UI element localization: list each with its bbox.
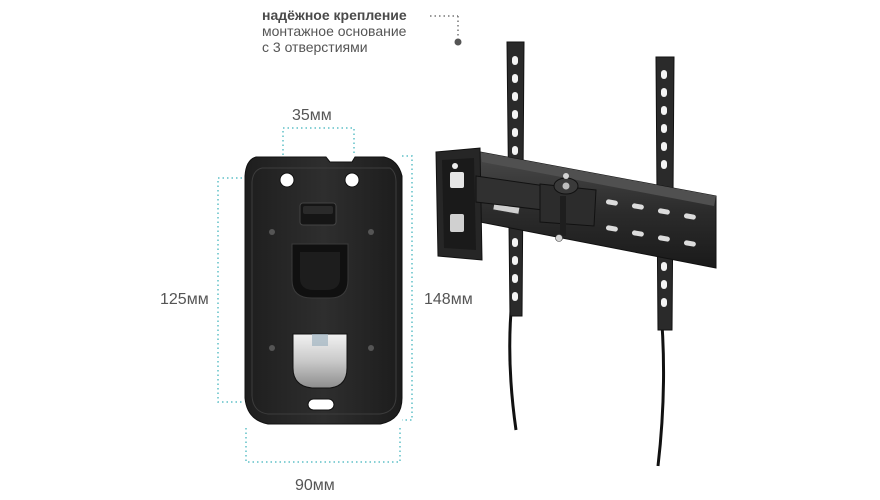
mount-hole-top-right [344,172,360,188]
callout-dot [454,38,462,46]
dim-line-right [402,155,413,421]
dimension-lines [217,127,413,463]
mount-slot-bottom [307,398,335,411]
dim-line-top [282,127,355,155]
dimension-label-top: 35мм [292,107,332,124]
dimension-label-inner-height: 125мм [160,291,209,308]
dimension-label-outer-height: 148мм [424,291,473,308]
dimension-label-bottom: 90мм [295,477,335,494]
dim-line-left [217,177,242,403]
wall-plate [244,156,403,425]
screw-hole [368,345,374,351]
screw-hole [269,345,275,351]
callout-line-2: с 3 отверстиями [262,39,368,55]
bolt [555,234,563,242]
screw-hole [368,229,374,235]
callout-text: надёжное крепление монтажное основание с… [262,7,432,55]
callout-line-1: монтажное основание [262,23,407,39]
callout-leader [430,15,462,46]
mount-hole-top-left [279,172,295,188]
tv-mount-bracket [435,41,717,467]
callout-title: надёжное крепление [262,7,407,23]
screw-hole [269,229,275,235]
cable [508,299,518,431]
dim-line-bottom [245,428,401,463]
